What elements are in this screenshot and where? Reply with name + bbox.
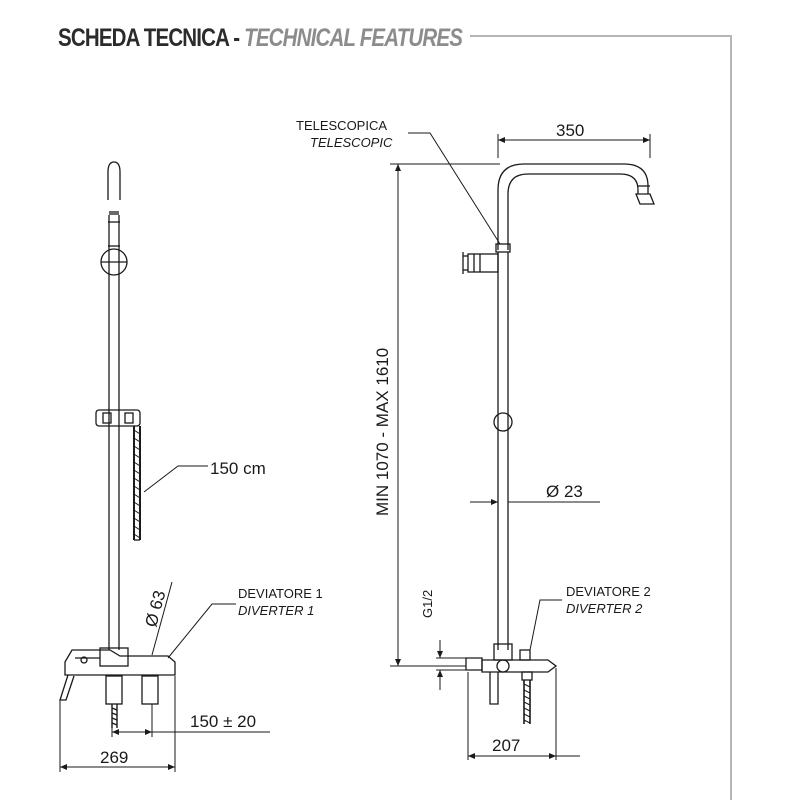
diverter-2-label-en: DIVERTER 2 — [566, 601, 643, 616]
right-lever — [489, 672, 499, 705]
page-title: SCHEDA TECNICA - TECHNICAL FEATURES — [58, 24, 463, 54]
telescopic-label-en: TELESCOPIC — [310, 135, 393, 150]
right-dimensions — [390, 132, 651, 760]
depth-label: 207 — [492, 736, 520, 755]
right-hose — [523, 683, 531, 724]
title-subtitle: TECHNICAL FEATURES — [244, 24, 463, 52]
height-range-label: MIN 1070 - MAX 1610 — [373, 348, 392, 516]
left-lever — [59, 674, 75, 701]
flange-diameter-label: Ø 63 — [142, 589, 170, 630]
frame-right-border — [730, 35, 732, 800]
left-slider — [95, 409, 141, 427]
right-shower-column — [462, 163, 655, 724]
frame-top-border — [470, 35, 732, 37]
title-main: SCHEDA TECNICA — [58, 24, 229, 52]
arm-length-label: 350 — [556, 121, 584, 140]
left-shower-column — [59, 161, 176, 705]
right-slider — [493, 412, 513, 432]
right-inlet — [465, 657, 483, 671]
connection-label: G1/2 — [420, 590, 435, 618]
centre-distance-label: 150 ± 20 — [190, 712, 256, 731]
right-top-bracket — [467, 253, 499, 273]
hose-length-label: 150 cm — [210, 459, 266, 478]
left-top-cap — [107, 161, 121, 200]
left-hose — [133, 429, 141, 539]
body-width-label: 269 — [100, 748, 128, 767]
right-mixer-body — [481, 659, 558, 673]
title-separator: - — [228, 24, 245, 52]
left-flexible-hoses — [111, 704, 118, 728]
left-mixer-body — [64, 649, 176, 676]
diverter-1-label: DEVIATORE 1 — [238, 586, 323, 601]
telescopic-label: TELESCOPICA — [296, 118, 387, 133]
right-shower-arm — [497, 163, 649, 250]
diverter-1-label-en: DIVERTER 1 — [238, 603, 314, 618]
diverter-2-label: DEVIATORE 2 — [566, 584, 651, 599]
pipe-diameter-label: Ø 23 — [546, 482, 583, 501]
left-dimensions — [59, 465, 270, 772]
